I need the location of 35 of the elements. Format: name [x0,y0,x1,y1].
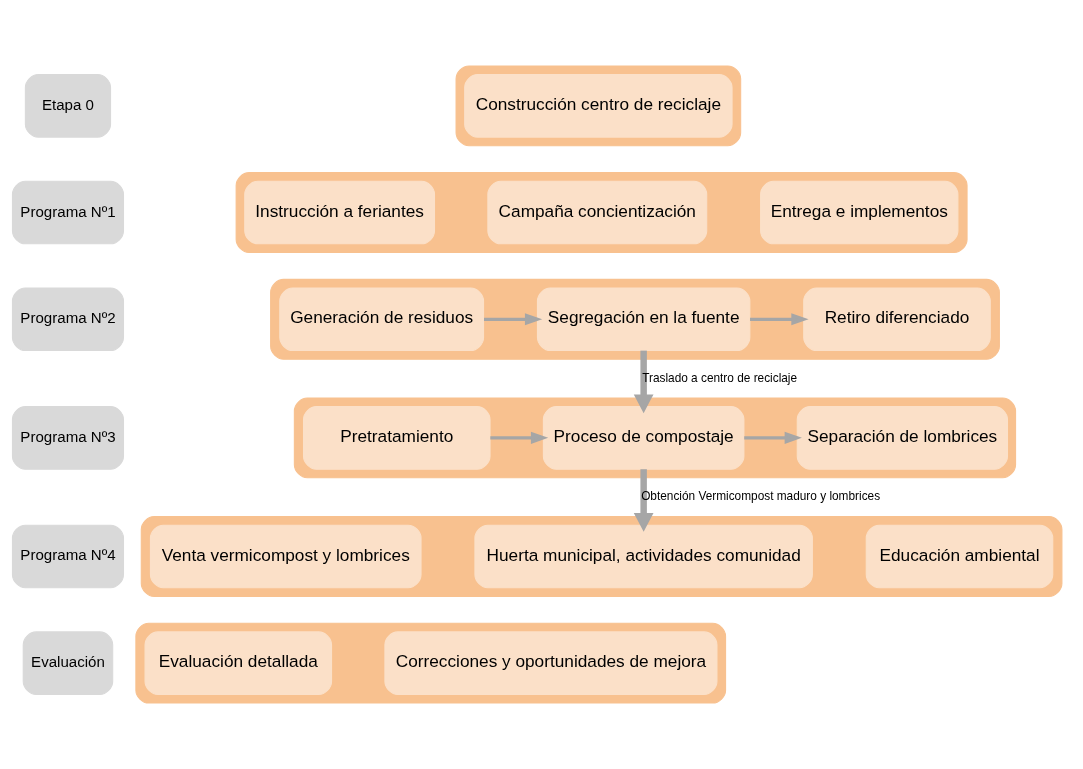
node-box: Evaluación [22,631,114,695]
node-box: Separación de lombrices [796,406,1009,470]
node-box: Construcción centro de reciclaje [464,74,733,138]
edge-label: Traslado a centro de reciclaje [642,370,798,385]
node-box: Pretratamiento [302,406,491,470]
node-box: Instrucción a feriantes [244,180,436,245]
arrow [633,469,654,532]
arrow [490,431,549,444]
node-box: Correcciones y oportunidades de mejora [384,631,718,695]
node-box: Evaluación detallada [144,631,333,695]
node-box: Segregación en la fuente [536,287,751,352]
arrow [484,313,543,326]
node-box: Entrega e implementos [760,180,959,245]
arrow [750,313,809,326]
node-box: Programa Nº3 [11,406,125,470]
cluster [135,622,727,704]
node-box: Proceso de compostaje [542,406,745,470]
cluster [270,278,1000,360]
node-box: Huerta municipal, actividades comunidad [474,524,813,589]
edge-label: Obtención Vermicompost maduro y lombrices [641,489,881,504]
node-box: Programa Nº2 [11,287,125,352]
node-box: Retiro diferenciado [803,287,991,352]
cluster [140,516,1063,597]
node-box: Etapa 0 [24,74,112,138]
node-box: Campaña concientización [487,180,708,245]
cluster [293,397,1017,479]
node-box: Venta vermicompost y lombrices [149,524,422,589]
cluster [235,172,968,253]
arrow [744,431,802,444]
cluster [455,65,742,147]
arrow [633,350,654,414]
node-box: Generación de residuos [279,287,485,352]
node-box: Programa Nº1 [11,180,125,245]
node-box: Programa Nº4 [11,524,125,589]
node-box: Educación ambiental [865,524,1054,589]
